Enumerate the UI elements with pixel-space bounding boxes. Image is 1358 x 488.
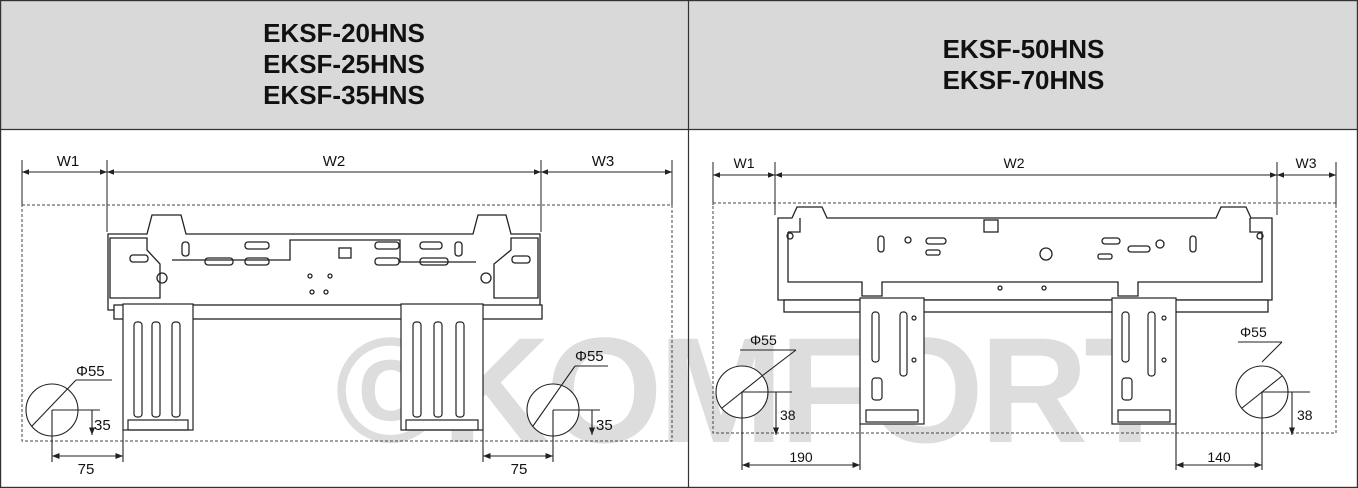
model-label: EKSF-25HNS: [263, 49, 425, 79]
left-pipe-hole: [715, 349, 861, 470]
right-hole-diameter: Φ55: [1240, 324, 1267, 340]
right-foot-bracket: [400, 303, 484, 431]
dim-label-w3: W3: [1296, 155, 1317, 171]
right-foot-bracket: [1111, 297, 1177, 425]
left-hole-offset: 190: [789, 449, 813, 465]
dim-label-w1: W1: [57, 153, 80, 170]
right-hole-diameter: Φ55: [575, 348, 604, 365]
model-label: EKSF-70HNS: [942, 64, 1105, 95]
dim-label-w3: W3: [592, 153, 615, 170]
left-dimension-lines: [21, 160, 673, 232]
right-hole-height: 38: [1297, 407, 1313, 423]
right-dimension-lines: [712, 162, 1337, 215]
left-pipe-hole: [25, 379, 124, 462]
dim-label-w1: W1: [734, 155, 755, 171]
left-hole-offset: 75: [78, 461, 95, 478]
model-label: EKSF-50HNS: [942, 33, 1105, 64]
left-hole-diameter: Φ55: [750, 332, 777, 348]
right-pipe-hole: [1175, 341, 1310, 470]
left-foot-bracket: [859, 297, 925, 425]
left-hole-height: 35: [94, 417, 111, 434]
mounting-plate: [777, 206, 1273, 313]
indoor-unit-outline: [712, 202, 1337, 434]
right-panel-drawing: W1 W2 W3: [712, 155, 1337, 470]
right-hole-height: 35: [596, 417, 613, 434]
header-right-models: EKSF-50HNS EKSF-70HNS: [689, 0, 1358, 129]
model-label: EKSF-35HNS: [263, 80, 425, 110]
model-label: EKSF-20HNS: [263, 18, 425, 48]
left-hole-diameter: Φ55: [76, 363, 105, 380]
header-left-models: EKSF-20HNS EKSF-25HNS EKSF-35HNS: [0, 0, 688, 129]
left-panel-drawing: W1 W2 W3: [21, 153, 673, 478]
right-pipe-hole: [482, 365, 608, 462]
dim-label-w2: W2: [1004, 155, 1025, 171]
mounting-plate: [107, 214, 543, 320]
dim-label-w2: W2: [323, 153, 346, 170]
left-foot-bracket: [122, 303, 194, 431]
indoor-unit-outline: [21, 204, 673, 442]
right-hole-offset: 140: [1207, 449, 1231, 465]
right-hole-offset: 75: [511, 461, 528, 478]
left-hole-height: 38: [780, 407, 796, 423]
